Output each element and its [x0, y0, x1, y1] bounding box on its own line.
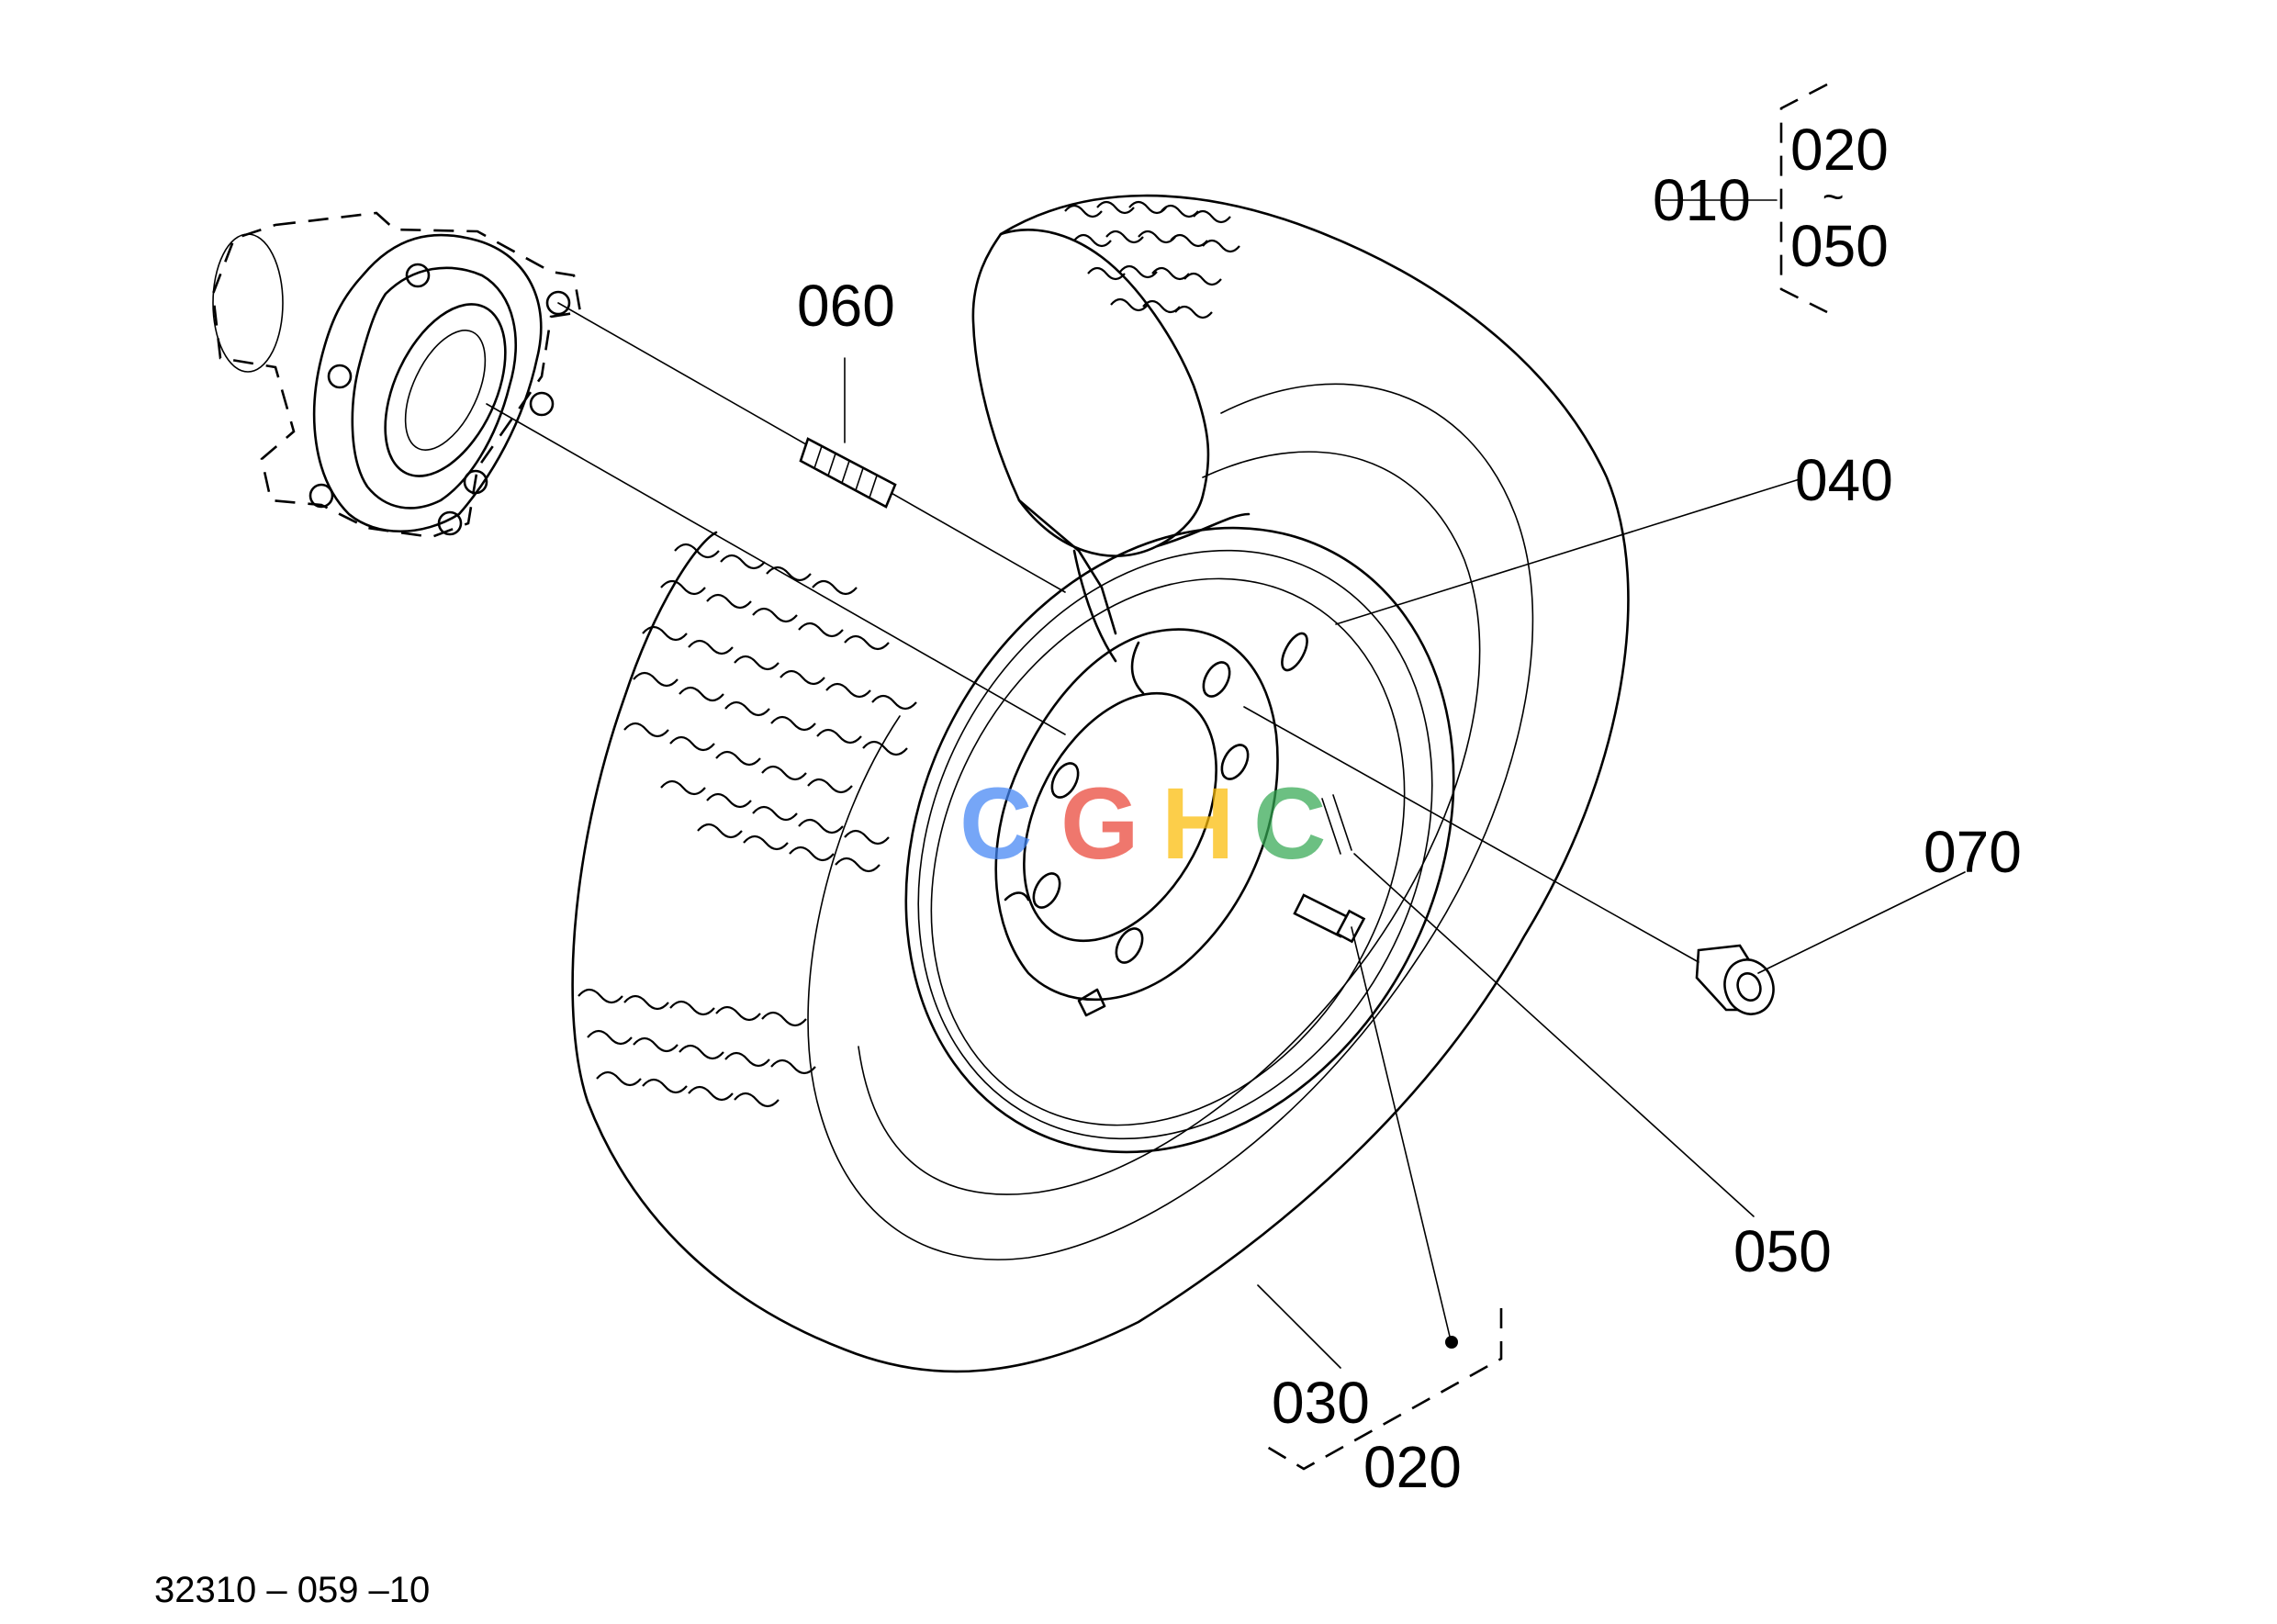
tread-pattern-left [578, 543, 917, 1108]
label-070-leader [1757, 871, 1966, 974]
label-050: 050 [1733, 1218, 1832, 1284]
label-010: 010 [1653, 167, 1751, 233]
axle-leader-line [486, 403, 1066, 735]
svg-text:H: H [1161, 767, 1234, 880]
label-050-range-end: 050 [1790, 213, 1889, 279]
bracket-010 [1779, 83, 1828, 314]
label-020-range-start: 020 [1790, 117, 1889, 183]
axle-hub [211, 211, 582, 539]
label-030: 030 [1272, 1370, 1370, 1436]
svg-text:C: C [959, 767, 1032, 880]
wheel-stud [799, 357, 897, 509]
wheel-rim [904, 526, 1455, 1154]
valve [1293, 794, 1366, 944]
leader-dot [1445, 1336, 1458, 1349]
label-030-leader [1257, 1284, 1341, 1369]
label-040-leader [1335, 478, 1800, 625]
svg-text:C: C [1253, 767, 1326, 880]
label-060: 060 [797, 273, 895, 339]
range-mark: ~ [1823, 177, 1844, 218]
drawing-number: 32310 – 059 –10 [154, 1570, 430, 1610]
svg-text:G: G [1060, 767, 1139, 880]
valve-leader-line [1351, 926, 1452, 1341]
label-020: 020 [1363, 1434, 1462, 1500]
tire [571, 194, 1630, 1373]
label-070: 070 [1924, 819, 2022, 885]
bracket-020 [1257, 1308, 1503, 1471]
label-040: 040 [1795, 447, 1893, 513]
tread-pattern-top [1064, 200, 1240, 319]
label-050-leader [1353, 853, 1755, 1217]
wheel-nut [1695, 944, 1775, 1015]
watermark: C G H C [959, 767, 1326, 880]
nut-leader-line [1243, 706, 1699, 963]
